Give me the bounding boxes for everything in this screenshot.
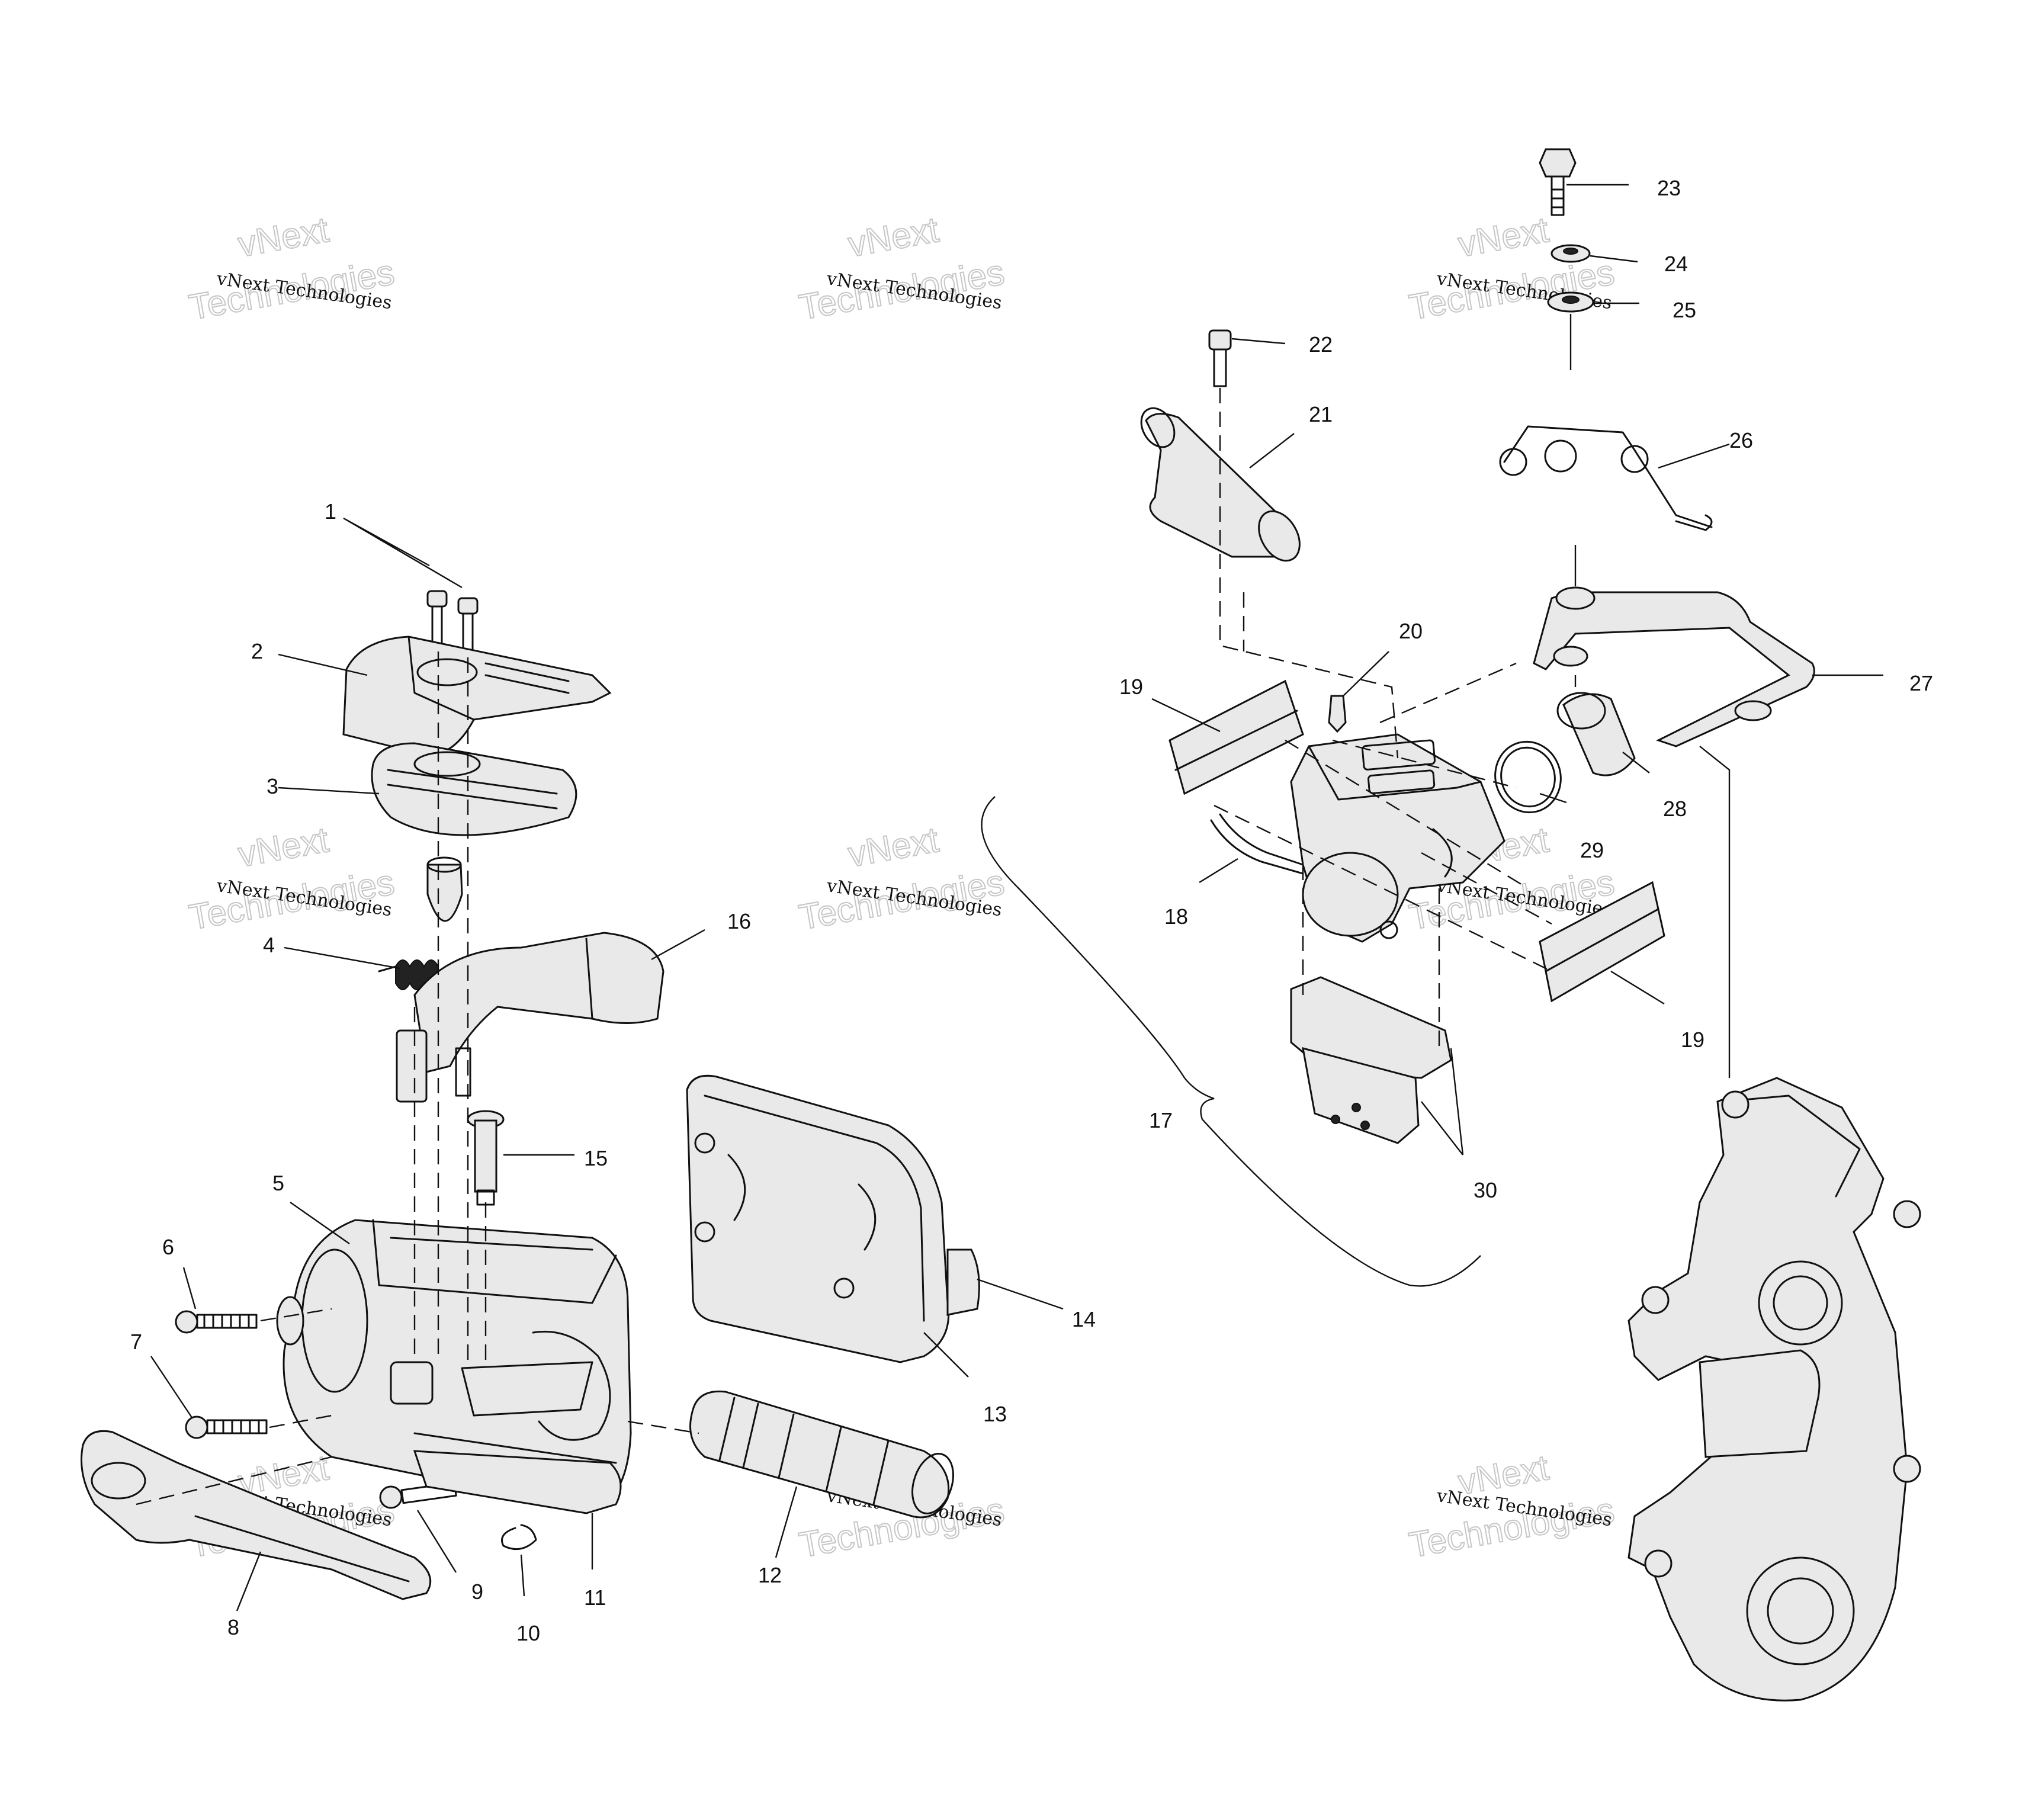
part-bolt-23 bbox=[1539, 148, 1577, 216]
watermark-line1: vNext bbox=[845, 820, 942, 875]
callout-1: 1 bbox=[325, 499, 336, 524]
part-screws-1 bbox=[426, 590, 479, 662]
callout-7: 7 bbox=[130, 1330, 142, 1354]
callout-24: 24 bbox=[1664, 252, 1688, 276]
callout-5: 5 bbox=[272, 1171, 284, 1195]
callout-11: 11 bbox=[584, 1585, 606, 1610]
watermark-line1: vNext bbox=[845, 210, 942, 265]
callout-9: 9 bbox=[471, 1580, 483, 1604]
callout-8: 8 bbox=[227, 1615, 239, 1639]
part-chaincase bbox=[1627, 1077, 1921, 1702]
part-spring-clip-26 bbox=[1499, 425, 1713, 531]
part-bracket-11 bbox=[413, 1450, 622, 1514]
callout-22: 22 bbox=[1309, 332, 1333, 357]
watermark-line1: vNext bbox=[235, 820, 332, 875]
part-washer-25 bbox=[1547, 291, 1594, 313]
part-flange-14 bbox=[946, 1248, 980, 1316]
callout-27: 27 bbox=[1909, 671, 1933, 695]
part-gasket-3 bbox=[371, 742, 577, 836]
callout-26: 26 bbox=[1729, 428, 1753, 452]
callout-29: 29 bbox=[1580, 838, 1604, 862]
part-bracket-27 bbox=[1533, 586, 1815, 747]
brace-17 bbox=[981, 796, 1481, 1287]
assembly-lines-left bbox=[136, 651, 699, 1506]
part-housing-5 bbox=[276, 1219, 632, 1511]
callout-3: 3 bbox=[267, 774, 278, 798]
part-screw-7 bbox=[185, 1415, 268, 1439]
callout-16: 16 bbox=[727, 909, 751, 933]
callout-25: 25 bbox=[1673, 298, 1696, 322]
leader-lines bbox=[150, 184, 1883, 1612]
callout-labels: 1 2 3 4 5 6 7 8 9 10 11 12 13 14 15 16 1… bbox=[130, 176, 1933, 1645]
part-washer-24 bbox=[1551, 244, 1591, 263]
callout-19-bottom: 19 bbox=[1681, 1028, 1704, 1052]
part-screw-6 bbox=[175, 1310, 258, 1334]
part-fitting-21 bbox=[1140, 407, 1301, 562]
callout-6: 6 bbox=[162, 1235, 174, 1259]
callout-19-top: 19 bbox=[1119, 675, 1143, 699]
callout-17: 17 bbox=[1149, 1108, 1173, 1132]
part-pads-30 bbox=[1290, 976, 1452, 1144]
callout-28: 28 bbox=[1663, 797, 1687, 821]
callout-13: 13 bbox=[983, 1402, 1007, 1426]
watermark: vNext Technologies bbox=[795, 819, 1008, 938]
part-screw-22 bbox=[1208, 329, 1232, 387]
watermark: vNext Technologies bbox=[185, 819, 398, 938]
part-hose-18 bbox=[1210, 813, 1304, 875]
callout-20: 20 bbox=[1399, 619, 1423, 643]
assembly-lines-vertical bbox=[1569, 314, 1731, 1078]
part-plunger bbox=[426, 856, 463, 922]
callout-14: 14 bbox=[1072, 1307, 1096, 1331]
part-pin-15 bbox=[467, 1110, 505, 1206]
callout-12: 12 bbox=[758, 1563, 782, 1587]
assembly-lines-right bbox=[1214, 388, 1552, 1054]
part-side-cover-13 bbox=[686, 1074, 950, 1363]
callout-23: 23 bbox=[1657, 176, 1681, 200]
part-seal-29 bbox=[1494, 740, 1562, 814]
part-cover-2 bbox=[342, 635, 612, 756]
part-bleeder-20 bbox=[1328, 695, 1347, 733]
watermark-line1: vNext bbox=[235, 210, 332, 265]
part-brake-lever-8 bbox=[81, 1430, 432, 1600]
part-shim-19-bottom bbox=[1539, 881, 1665, 1003]
watermark-line1: vNext bbox=[1455, 210, 1552, 265]
part-clip-10 bbox=[501, 1524, 537, 1551]
callout-18: 18 bbox=[1164, 904, 1188, 929]
callout-4: 4 bbox=[263, 933, 275, 957]
part-piston-28 bbox=[1556, 692, 1636, 776]
callout-21: 21 bbox=[1309, 402, 1333, 426]
callout-30: 30 bbox=[1474, 1178, 1497, 1202]
part-throttle-lever-16 bbox=[396, 932, 665, 1103]
callout-2: 2 bbox=[251, 639, 263, 663]
part-grip-12 bbox=[689, 1390, 954, 1519]
part-shim-19-top bbox=[1169, 679, 1304, 795]
part-caliper-body bbox=[1290, 733, 1505, 943]
callout-10: 10 bbox=[516, 1621, 540, 1645]
callout-15: 15 bbox=[584, 1146, 608, 1170]
